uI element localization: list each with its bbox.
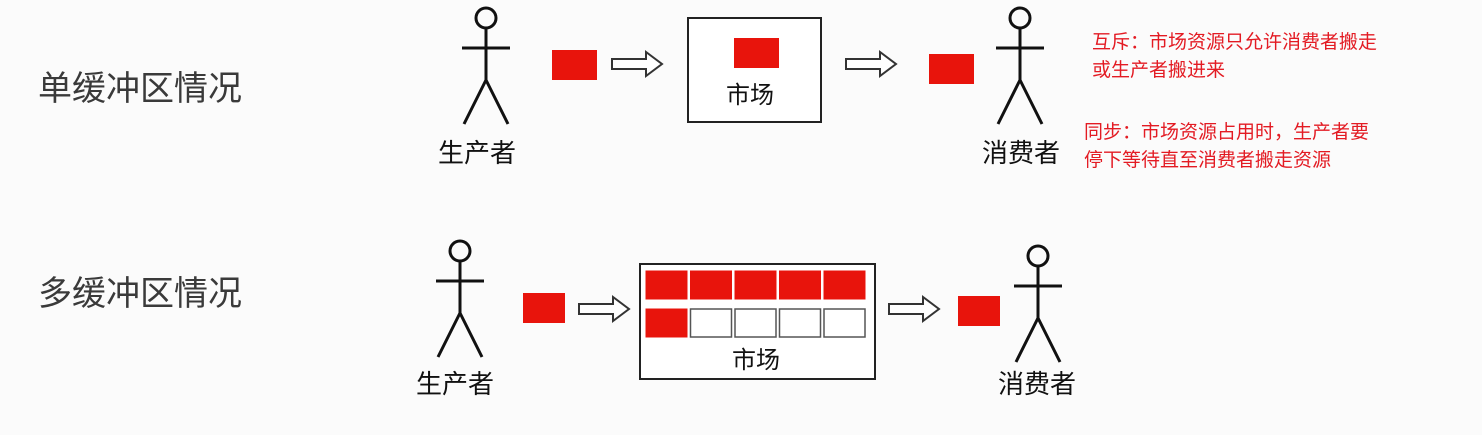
sync-note-line-2: 停下等待直至消费者搬走资源 <box>1084 149 1332 171</box>
buffer-slot-empty <box>778 308 822 338</box>
single-consumer-label: 消费者 <box>982 139 1060 169</box>
single-market-label: 市场 <box>726 81 774 109</box>
multi-buffer-slots <box>645 270 866 338</box>
multi-consumed-item <box>958 296 1000 326</box>
stick-figure-icon <box>434 239 486 359</box>
multi-arrow-in <box>578 296 630 322</box>
multi-producer-figure <box>434 239 486 359</box>
single-buffer-title: 单缓冲区情况 <box>38 69 242 109</box>
multi-consumer-label: 消费者 <box>998 370 1076 400</box>
single-arrow-out <box>845 51 897 77</box>
multi-market-label: 市场 <box>732 346 780 374</box>
single-consumer-figure <box>994 6 1046 126</box>
hollow-arrow-icon <box>888 296 940 322</box>
hollow-arrow-icon <box>845 51 897 77</box>
single-producer-label: 生产者 <box>438 139 516 169</box>
buffer-slot-filled <box>823 270 866 300</box>
stick-figure-icon <box>994 6 1046 126</box>
buffer-slot-filled <box>645 308 688 338</box>
buffer-slot-filled <box>690 270 732 300</box>
buffer-slot-filled <box>645 270 688 300</box>
stick-figure-icon <box>460 6 512 126</box>
single-producer-figure <box>460 6 512 126</box>
buffer-slot-filled <box>779 270 821 300</box>
hollow-arrow-icon <box>611 51 663 77</box>
multi-consumer-figure <box>1012 244 1064 364</box>
sync-note: 同步：市场资源占用时，生产者要 停下等待直至消费者搬走资源 <box>1084 118 1369 174</box>
single-market-box <box>687 17 822 123</box>
hollow-arrow-icon <box>578 296 630 322</box>
mutex-note-line-2: 或生产者搬进来 <box>1092 59 1226 81</box>
buffer-slot-empty <box>823 308 866 338</box>
multi-buffer-title: 多缓冲区情况 <box>38 274 242 314</box>
sync-note-line-1: 同步：市场资源占用时，生产者要 <box>1084 121 1370 143</box>
buffer-slot-filled <box>734 270 777 300</box>
single-market-item <box>734 38 779 68</box>
multi-produced-item <box>523 293 565 323</box>
buffer-slot-empty <box>689 308 733 338</box>
multi-producer-label: 生产者 <box>416 370 494 400</box>
single-consumed-item <box>929 54 974 84</box>
mutex-note: 互斥：市场资源只允许消费者搬走 或生产者搬进来 <box>1092 28 1377 84</box>
single-arrow-in <box>611 51 663 77</box>
multi-arrow-out <box>888 296 940 322</box>
stick-figure-icon <box>1012 244 1064 364</box>
buffer-slot-empty <box>734 308 777 338</box>
single-produced-item <box>552 50 597 80</box>
mutex-note-line-1: 互斥：市场资源只允许消费者搬走 <box>1092 31 1378 53</box>
